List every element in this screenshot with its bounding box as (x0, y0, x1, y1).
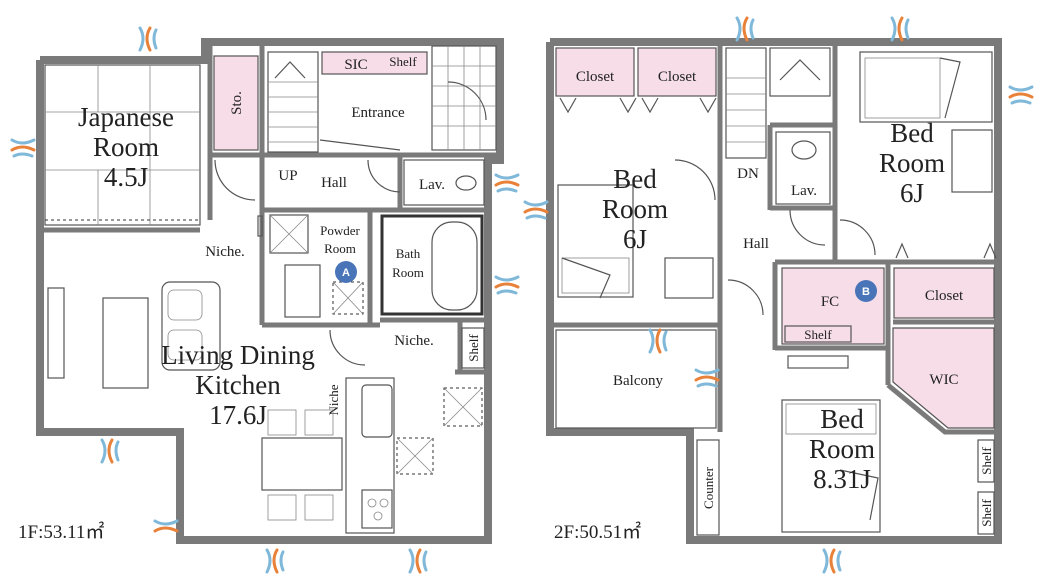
window-vent-icons (10, 16, 1034, 574)
wic-label: WIC (929, 372, 958, 388)
bath-label-2: Room (392, 265, 424, 280)
floor2-outer-wall (546, 38, 1002, 544)
hall1-label: Hall (321, 175, 347, 191)
fc-label: FC (821, 294, 839, 310)
stairs-icon-2f (725, 47, 831, 159)
closet-3-label: Closet (925, 288, 964, 304)
bed-right-label-2: Room (879, 148, 945, 178)
tv-icon (47, 287, 65, 379)
powder-label-2: Room (324, 241, 356, 256)
door-swing-icon (214, 159, 256, 201)
bed-right-label-3: 6J (900, 178, 924, 208)
tatami-mats (44, 64, 201, 226)
table-icon (102, 297, 149, 389)
floor2-area: 2F:50.51㎡ (554, 520, 641, 543)
closet-3 (893, 267, 995, 319)
badge-b-label: B (862, 286, 870, 298)
counter-label: Counter (701, 466, 716, 509)
stove-icon (361, 489, 393, 529)
ldk-label-1: Living Dining (161, 340, 315, 370)
niche-vertical-label: Niche (326, 384, 341, 415)
powder-label-1: Powder (320, 223, 360, 238)
balcony-label: Balcony (613, 373, 663, 389)
bathtub-icon (431, 221, 478, 311)
floor1-area: 1F:53.11㎡ (18, 520, 104, 543)
closet-2-label: Closet (658, 69, 697, 85)
window-vent-icon (138, 26, 158, 52)
entrance-tiles (431, 45, 497, 151)
shelf-right-label: Shelf (466, 334, 481, 362)
hall2-label: Hall (743, 236, 769, 252)
bath-label-1: Bath (396, 246, 421, 261)
up-label: UP (278, 168, 297, 184)
badge-a-label: A (342, 267, 350, 279)
japanese-room-label-1: Japanese (78, 102, 174, 132)
shelf-a-label: Shelf (979, 447, 994, 475)
bed-icon-2f-right (859, 51, 993, 123)
badge-a (335, 261, 357, 283)
bed-left-label-2: Room (602, 194, 668, 224)
niche-mid-label: Niche. (394, 333, 434, 349)
fc-shelf-label: Shelf (804, 327, 832, 342)
bed-bottom-label-3: 8.31J (813, 464, 871, 494)
japanese-room-label-3: 4.5J (104, 162, 148, 192)
ldk-label-3: 17.6J (209, 400, 267, 430)
bed-bottom-label-2: Room (809, 434, 875, 464)
ldk-label-2: Kitchen (195, 370, 281, 400)
storage-label: Sto. (229, 91, 245, 115)
bed-bottom-label-1: Bed (820, 404, 864, 434)
closet-1-label: Closet (576, 69, 615, 85)
dn-label: DN (737, 166, 759, 182)
stairs-icon (267, 51, 319, 153)
bed-left-label-1: Bed (613, 164, 657, 194)
toilet-icon-2f (791, 140, 817, 160)
sic-label: SIC (344, 57, 367, 73)
sofa-icon (161, 281, 221, 371)
sic-shelf (321, 51, 428, 75)
sink-icon (284, 264, 321, 318)
floor-1: Japanese Room 4.5J Sto. SIC Shelf Entran… (18, 38, 504, 544)
lav1-label: Lav. (419, 177, 445, 193)
bed-icon (557, 184, 634, 299)
japanese-room-label-2: Room (93, 132, 159, 162)
niche-left-label: Niche. (205, 244, 245, 260)
bed-right-label-1: Bed (890, 118, 934, 148)
bed-icon-2f-bottom (781, 399, 881, 533)
walk-in-closet (892, 327, 995, 429)
bed-left-label-3: 6J (623, 224, 647, 254)
storage-closet (213, 55, 259, 151)
closet-1 (555, 47, 635, 97)
sic-shelf-label: Shelf (389, 54, 417, 69)
floor-2: Closet Closet Bed Room 6J DN Lav. (546, 38, 1002, 544)
badge-b (855, 280, 877, 302)
shelf-b-label: Shelf (979, 499, 994, 527)
entrance-label: Entrance (351, 105, 405, 121)
closet-2 (637, 47, 717, 97)
lav2-label: Lav. (791, 183, 817, 199)
toilet-icon (455, 175, 477, 191)
floor1-outer-wall (36, 38, 504, 544)
